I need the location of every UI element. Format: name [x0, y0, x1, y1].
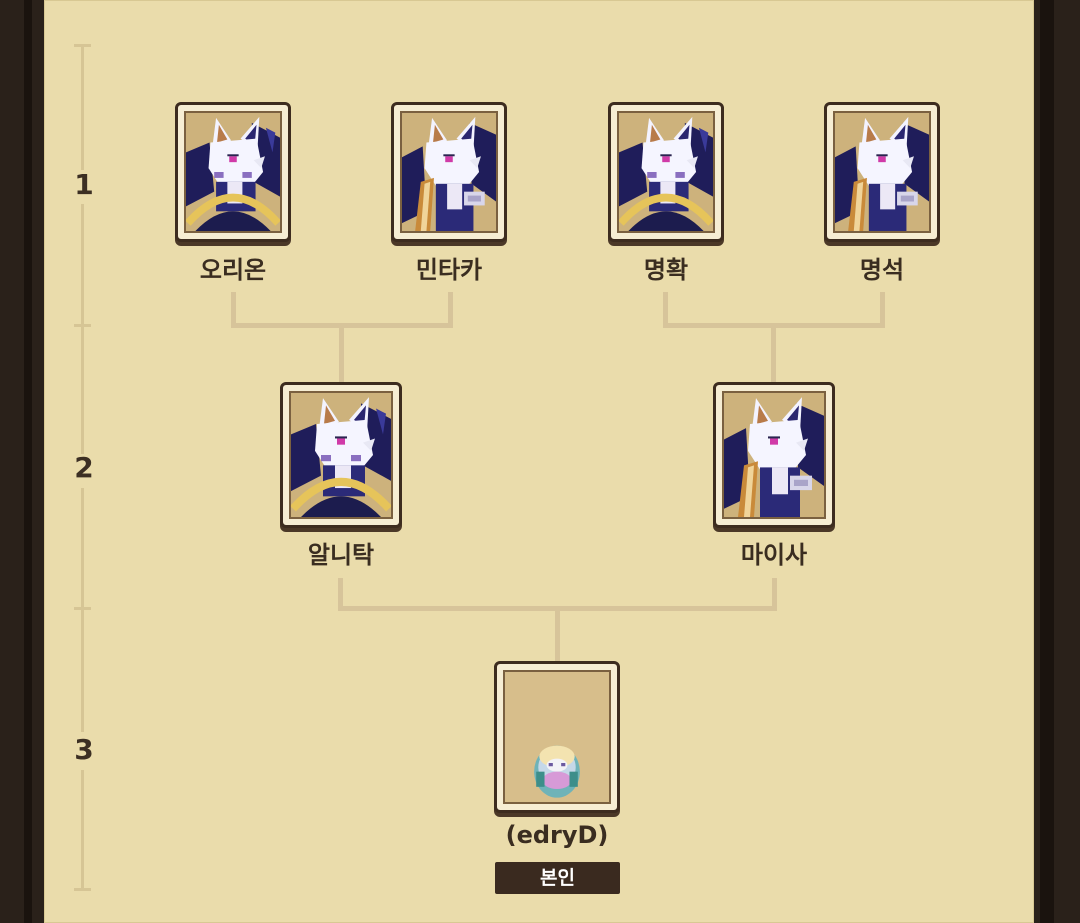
generation-rail: [81, 488, 84, 732]
pet-name: 오리온: [199, 256, 267, 284]
rail-tick: [74, 607, 91, 610]
fox-knight-icon: [724, 393, 824, 517]
pet-card-self[interactable]: [494, 661, 620, 813]
connector-line: [880, 292, 885, 328]
pet-name: 명확: [643, 256, 689, 284]
generation-label-1: 1: [74, 168, 94, 201]
pet-card-maisa[interactable]: [713, 382, 835, 528]
pet-portrait: [184, 111, 282, 233]
connector-line: [771, 323, 776, 383]
connector-line: [555, 606, 560, 662]
pet-name: 민타카: [415, 256, 483, 284]
connector-line: [231, 292, 236, 328]
connector-line: [772, 578, 777, 611]
connector-line: [338, 578, 343, 611]
connector-line: [448, 292, 453, 328]
pet-portrait: [722, 391, 826, 519]
fox-knight-icon: [835, 113, 929, 231]
generation-rail: [81, 44, 84, 170]
pet-name: 마이사: [740, 541, 808, 569]
pet-card-orion[interactable]: [175, 102, 291, 242]
generation-label-2: 2: [74, 451, 94, 484]
rail-tick: [74, 888, 91, 891]
pet-card-myeongseok[interactable]: [824, 102, 940, 242]
generation-label-3: 3: [74, 733, 94, 766]
connector-line: [339, 323, 344, 383]
pet-name: 명석: [859, 256, 905, 284]
connector-line: [663, 292, 668, 328]
pet-card-alnitak[interactable]: [280, 382, 402, 528]
pet-portrait: [503, 670, 611, 804]
pet-card-myeonghwak[interactable]: [608, 102, 724, 242]
rail-tick: [74, 44, 91, 47]
pet-portrait: [289, 391, 393, 519]
baby-creature-icon: [505, 672, 609, 802]
generation-rail: [81, 770, 84, 890]
generation-rail: [81, 204, 84, 454]
fox-knight-icon: [402, 113, 496, 231]
fox-knight-icon: [186, 113, 280, 231]
pet-name: 알니탁: [307, 541, 375, 569]
fox-knight-icon: [619, 113, 713, 231]
rail-tick: [74, 324, 91, 327]
pet-portrait: [833, 111, 931, 233]
pet-card-mintaka[interactable]: [391, 102, 507, 242]
fox-knight-icon: [291, 393, 391, 517]
pet-portrait: [617, 111, 715, 233]
self-badge: 본인: [495, 862, 620, 894]
pet-portrait: [400, 111, 498, 233]
pet-name: (edryD): [505, 821, 609, 849]
